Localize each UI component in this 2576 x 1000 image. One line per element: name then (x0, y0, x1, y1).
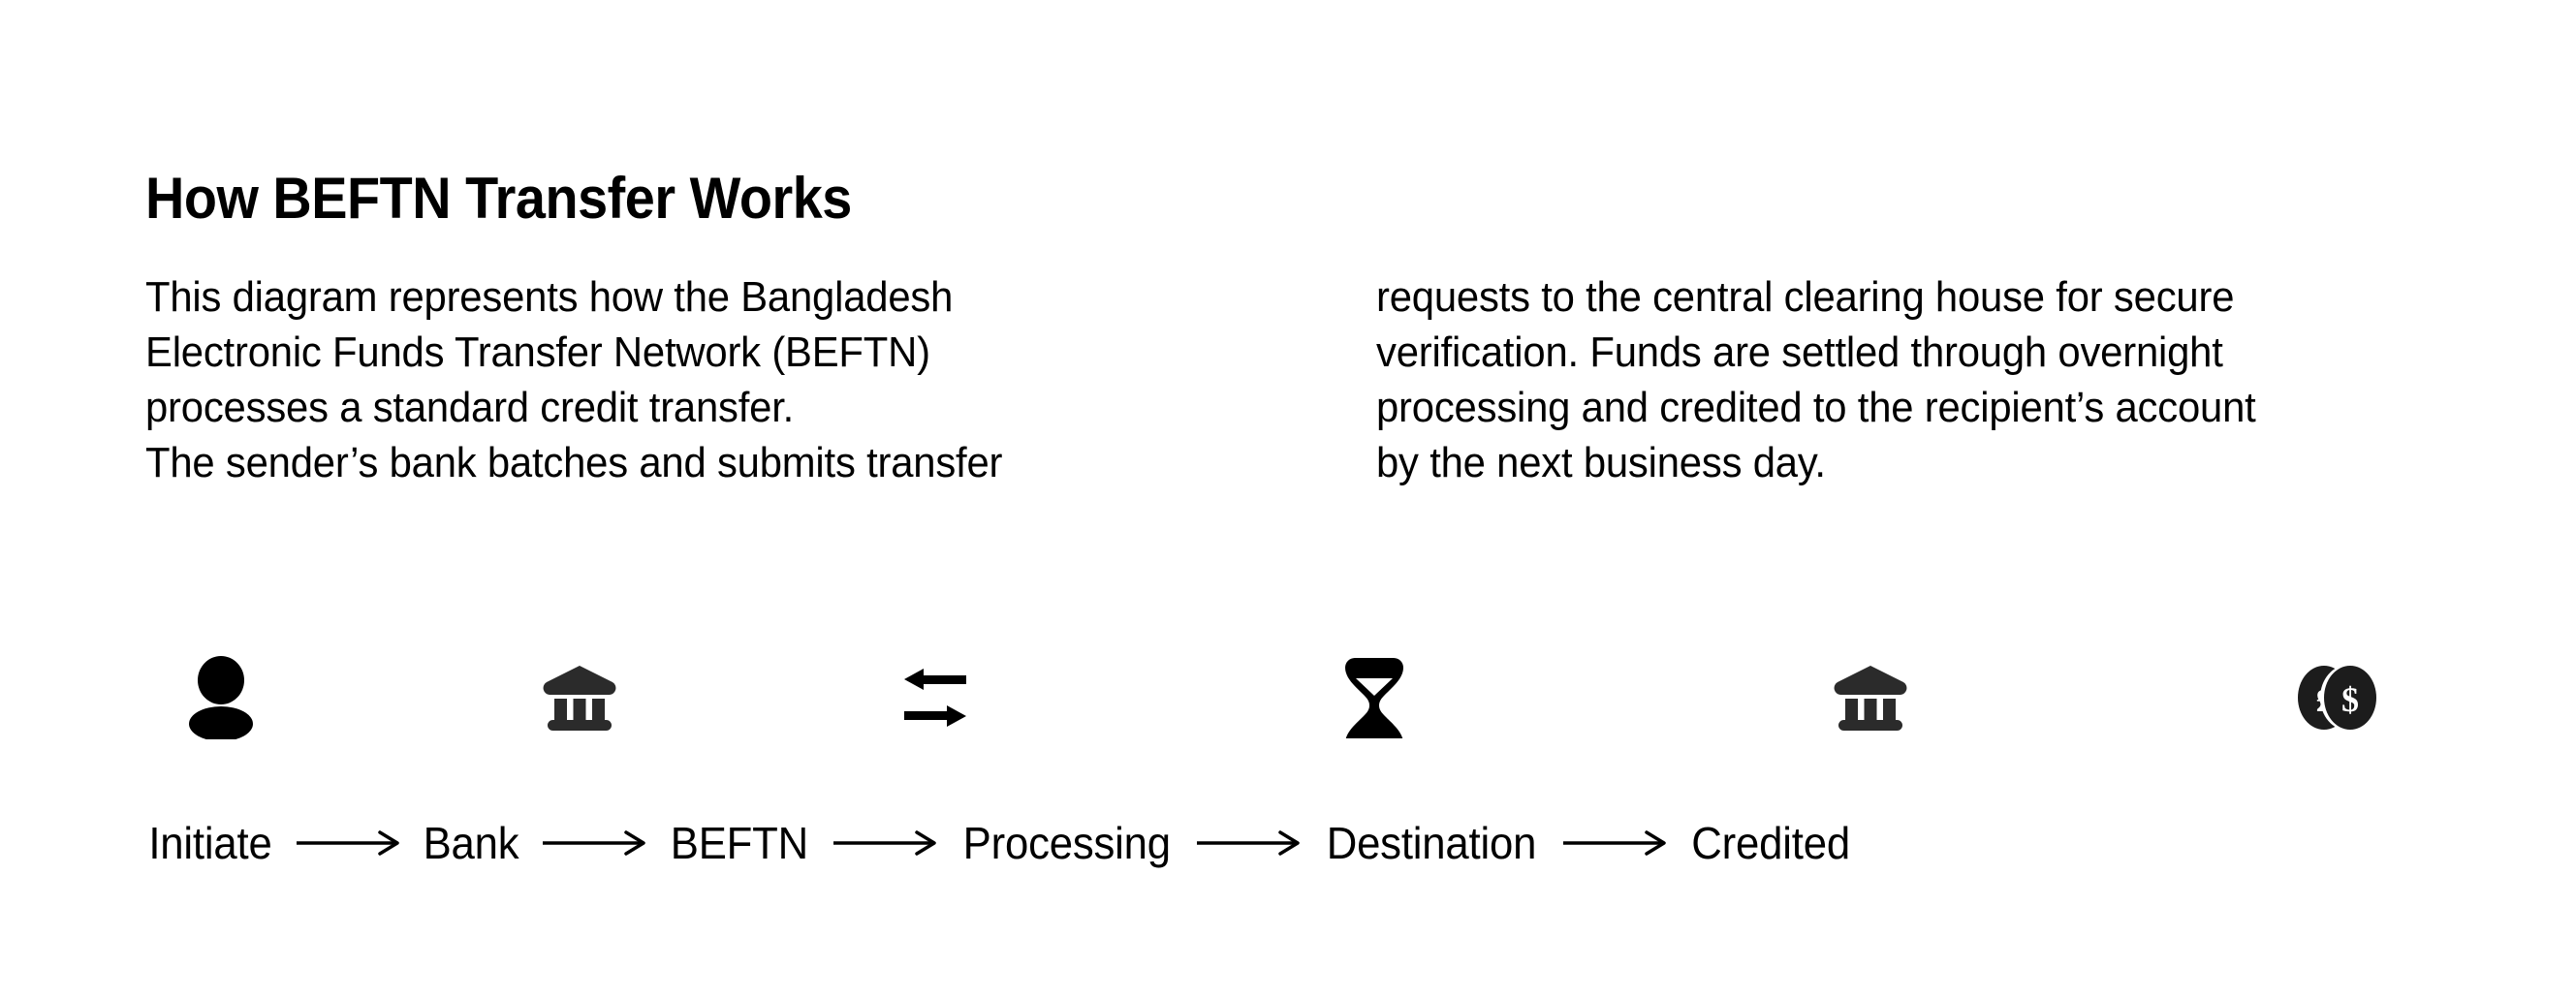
flow-step-bank: Bank (423, 818, 519, 868)
flow-step-credited: Credited (1691, 818, 1851, 868)
flow-icon-credited: £ $ (2268, 640, 2403, 756)
description-left-column: This diagram represents how the Banglade… (145, 269, 1232, 490)
flow-icon-processing (1306, 640, 1442, 756)
flow-icon-beftn (867, 640, 1003, 756)
flow-icon-row: £ $ (0, 640, 2576, 766)
bank-icon (543, 664, 616, 732)
flow-arrow-icon (521, 816, 667, 870)
flow-step-destination: Destination (1327, 818, 1537, 868)
transfer-flow-diagram: £ $ Initiate Bank (0, 640, 2576, 911)
user-icon (189, 656, 253, 739)
description-line: by the next business day. (1376, 439, 1826, 486)
description-columns: This diagram represents how the Banglade… (145, 269, 2471, 486)
page-title: How BEFTN Transfer Works (145, 166, 852, 232)
hourglass-icon (1344, 657, 1404, 738)
svg-text:$: $ (2341, 680, 2359, 719)
description-line: The sender’s bank batches and submits tr… (145, 439, 1003, 486)
description-line: requests to the central clearing house f… (1376, 273, 2235, 321)
flow-arrow-icon (275, 816, 421, 870)
description-line: Electronic Funds Transfer Network (BEFTN… (145, 328, 930, 376)
coins-icon: £ $ (2295, 663, 2376, 733)
flow-step-processing: Processing (962, 818, 1171, 868)
bank-icon (1834, 664, 1907, 732)
flow-step-beftn: BEFTN (670, 818, 809, 868)
flow-arrow-icon (812, 816, 958, 870)
flow-step-initiate: Initiate (148, 818, 272, 868)
flow-icon-initiate (153, 640, 289, 756)
description-line: verification. Funds are settled through … (1376, 328, 2223, 376)
flow-label-row: Initiate Bank BEFTN (145, 804, 1855, 882)
description-right-column: requests to the central clearing house f… (1376, 269, 2481, 490)
flow-arrow-icon (1176, 816, 1321, 870)
exchange-icon (900, 665, 970, 731)
flow-icon-bank (512, 640, 647, 756)
flow-arrow-icon (1542, 816, 1687, 870)
description-line: This diagram represents how the Banglade… (145, 273, 954, 321)
flow-icon-destination (1803, 640, 1938, 756)
description-line: processes a standard credit transfer. (145, 384, 795, 431)
description-line: processing and credited to the recipient… (1376, 384, 2256, 431)
